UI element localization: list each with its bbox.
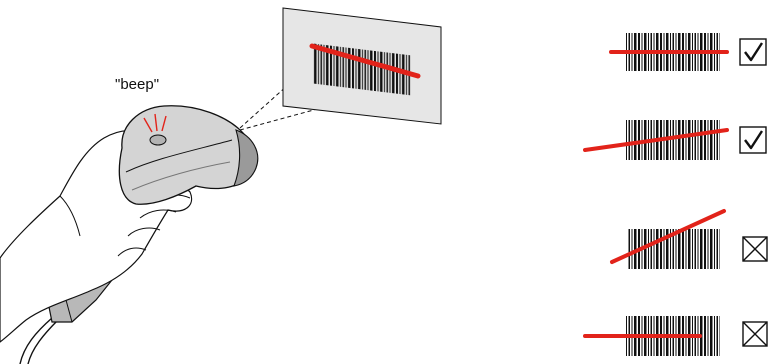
beep-caption: "beep" <box>115 76 159 93</box>
trigger-button <box>150 135 166 145</box>
example-barcode <box>626 120 720 160</box>
example-horizontal-scan <box>611 33 766 71</box>
cross-icon <box>743 237 767 261</box>
scanner-head <box>119 106 253 204</box>
cross-icon <box>743 322 767 346</box>
barcode-card <box>283 8 441 124</box>
check-icon <box>740 39 766 65</box>
example-partial-scan <box>585 316 767 356</box>
scanner-illustration <box>0 106 258 364</box>
example-slight-angle-scan <box>585 120 766 160</box>
example-steep-angle-scan <box>612 211 767 269</box>
check-icon <box>740 127 766 153</box>
scanner-cable <box>20 318 52 364</box>
